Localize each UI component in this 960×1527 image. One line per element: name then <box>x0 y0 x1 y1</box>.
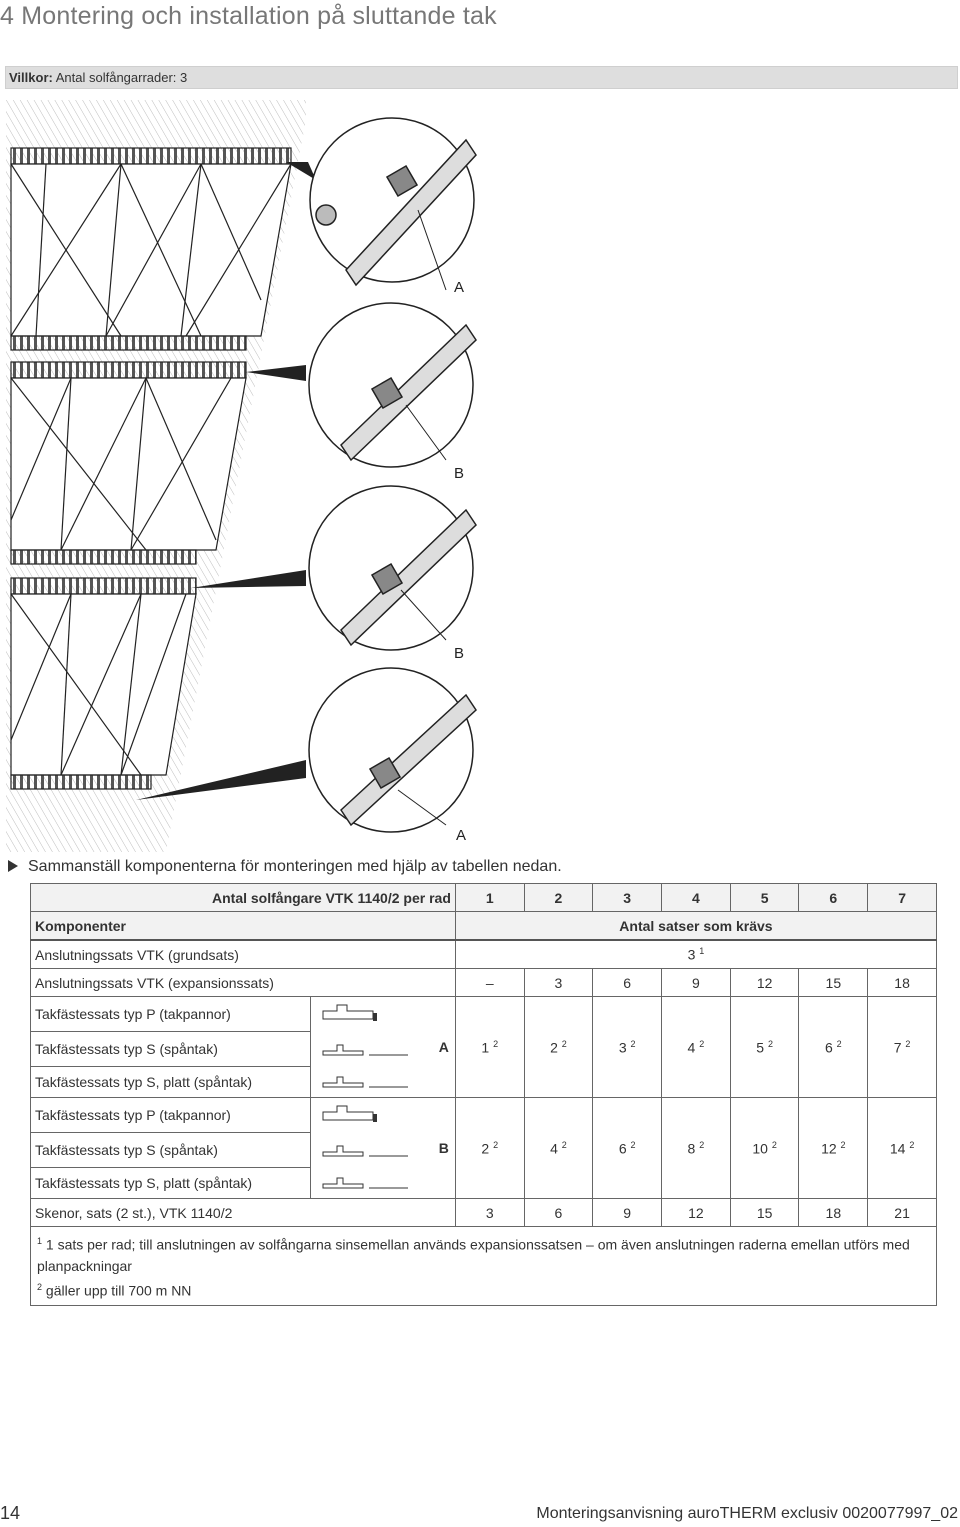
cell: 10 2 <box>729 1097 800 1199</box>
cell: 14 2 <box>867 1097 937 1199</box>
leader-b1 <box>405 404 447 461</box>
components-table: Antal solfångare VTK 1140/2 per rad 1 2 … <box>29 883 938 1307</box>
condition-bar: Villkor: Antal solfångarrader: 3 <box>5 66 958 89</box>
leader-a1 <box>417 209 447 291</box>
note-2: 2 gäller upp till 700 m NN <box>37 1281 192 1299</box>
pointer-b2 <box>191 570 306 588</box>
cell: – <box>454 968 525 997</box>
document-reference: Monteringsanvisning auroTHERM exclusiv 0… <box>536 1505 958 1522</box>
table-header-row: Antal solfångare VTK 1140/2 per rad 1 2 … <box>30 883 937 912</box>
leader-b2 <box>400 589 447 641</box>
row-label: Skenor, sats (2 st.), VTK 1140/2 <box>30 1198 456 1227</box>
col-header: 3 <box>592 883 663 912</box>
cell: 3 <box>454 1198 525 1227</box>
cell: 4 2 <box>661 996 731 1098</box>
table-row: Anslutningssats VTK (grundsats) 3 1 <box>30 939 938 969</box>
col-header: 1 <box>454 883 525 912</box>
collector-row-3 <box>10 577 197 790</box>
cell: 6 <box>523 1198 594 1227</box>
col-header: 7 <box>867 883 937 912</box>
col-header: 4 <box>661 883 731 912</box>
group-b-row: Takfästessats typ P (takpannor) B 2 2 4 … <box>29 1097 937 1199</box>
bracket-icons-b <box>322 1105 409 1189</box>
cell: 18 <box>798 1198 869 1227</box>
cell: 3 2 <box>592 996 663 1098</box>
table-notes: 1 1 sats per rad; till anslutningen av s… <box>30 1225 937 1307</box>
detail-circle-a2 <box>308 667 477 833</box>
group-a-icons: A <box>310 996 456 1098</box>
cell: 15 <box>798 968 869 997</box>
condition-text: Villkor: Antal solfångarrader: 3 <box>9 70 188 85</box>
page-number: 14 <box>0 1503 21 1523</box>
detail-circle-b1 <box>308 302 477 468</box>
header-sets: Antal satser som krävs <box>454 911 938 941</box>
row-label: Takfästessats typ S (spåntak) <box>29 1031 312 1067</box>
row-label: Takfästessats typ P (takpannor) <box>29 1097 312 1133</box>
cell: 3 <box>523 968 594 997</box>
callout-b1: B <box>454 465 464 482</box>
header-collectors: Antal solfångare VTK 1140/2 per rad <box>30 883 456 912</box>
group-b-row: Takfästessats typ S, platt (spåntak) <box>29 1167 937 1199</box>
pointer-b1 <box>246 365 306 381</box>
cell: 21 <box>867 1198 937 1227</box>
table-row: Anslutningssats VTK (expansionssats) – 3… <box>30 968 937 997</box>
row-merged-value: 3 1 <box>454 939 938 969</box>
page-title: 4 Montering och installation på sluttand… <box>0 2 497 30</box>
cell: 9 <box>592 1198 663 1227</box>
cell: 6 <box>592 968 663 997</box>
group-a-row: Takfästessats typ P (takpannor) A 1 2 2 … <box>29 996 937 1098</box>
cell: 8 2 <box>661 1097 731 1199</box>
cell: 5 2 <box>729 996 800 1098</box>
cell: 6 2 <box>592 1097 663 1199</box>
cell: 12 <box>661 1198 731 1227</box>
leader-a2 <box>397 789 447 826</box>
row-label: Takfästessats typ P (takpannor) <box>29 996 312 1032</box>
callout-a1: A <box>454 279 464 296</box>
cell: 2 2 <box>454 1097 525 1199</box>
cell: 1 2 <box>454 996 525 1098</box>
notes-row: 1 1 sats per rad; till anslutningen av s… <box>30 1225 937 1307</box>
row-label: Anslutningssats VTK (expansionssats) <box>30 968 456 997</box>
group-a-row: Takfästessats typ S, platt (spåntak) <box>29 1066 937 1098</box>
group-letter-a: A <box>438 1039 449 1055</box>
note-1: 1 1 sats per rad; till anslutningen av s… <box>37 1236 910 1274</box>
col-header: 5 <box>729 883 800 912</box>
cell: 9 <box>661 968 731 997</box>
table-subheader-row: Komponenter Antal satser som krävs <box>30 911 938 941</box>
group-b-icons: B <box>310 1097 456 1199</box>
header-components: Komponenter <box>30 911 456 941</box>
detail-circle-a1 <box>309 117 477 287</box>
collector-row-2 <box>10 361 247 565</box>
cell: 15 <box>729 1198 800 1227</box>
pointer-a1 <box>286 162 316 180</box>
arrow-icon <box>8 860 18 872</box>
row-label: Takfästessats typ S (spåntak) <box>29 1132 312 1168</box>
instruction: Sammanställ komponenterna för monteringe… <box>8 858 562 876</box>
cell: 4 2 <box>523 1097 594 1199</box>
col-header: 2 <box>523 883 594 912</box>
callout-a2: A <box>456 827 466 844</box>
pointer-a2 <box>136 760 306 800</box>
cell: 12 2 <box>798 1097 869 1199</box>
callout-b2: B <box>454 645 464 662</box>
row-label: Takfästessats typ S, platt (spåntak) <box>29 1167 312 1199</box>
cell: 12 <box>729 968 800 997</box>
row-label: Anslutningssats VTK (grundsats) <box>30 939 456 969</box>
cell: 2 2 <box>523 996 594 1098</box>
row-label: Takfästessats typ S, platt (spåntak) <box>29 1066 312 1098</box>
collector-row-1 <box>10 147 292 351</box>
group-a-row: Takfästessats typ S (spåntak) <box>29 1031 937 1067</box>
table-row: Skenor, sats (2 st.), VTK 1140/2 3 6 9 1… <box>30 1198 937 1227</box>
group-letter-b: B <box>438 1140 449 1156</box>
col-header: 6 <box>798 883 869 912</box>
bracket-icons-a <box>322 1004 409 1088</box>
detail-circle-b2 <box>308 485 477 651</box>
cell: 7 2 <box>867 996 937 1098</box>
cell: 6 2 <box>798 996 869 1098</box>
cell: 18 <box>867 968 937 997</box>
installation-figure: A B B A <box>6 100 477 852</box>
group-b-row: Takfästessats typ S (spåntak) <box>29 1132 937 1168</box>
